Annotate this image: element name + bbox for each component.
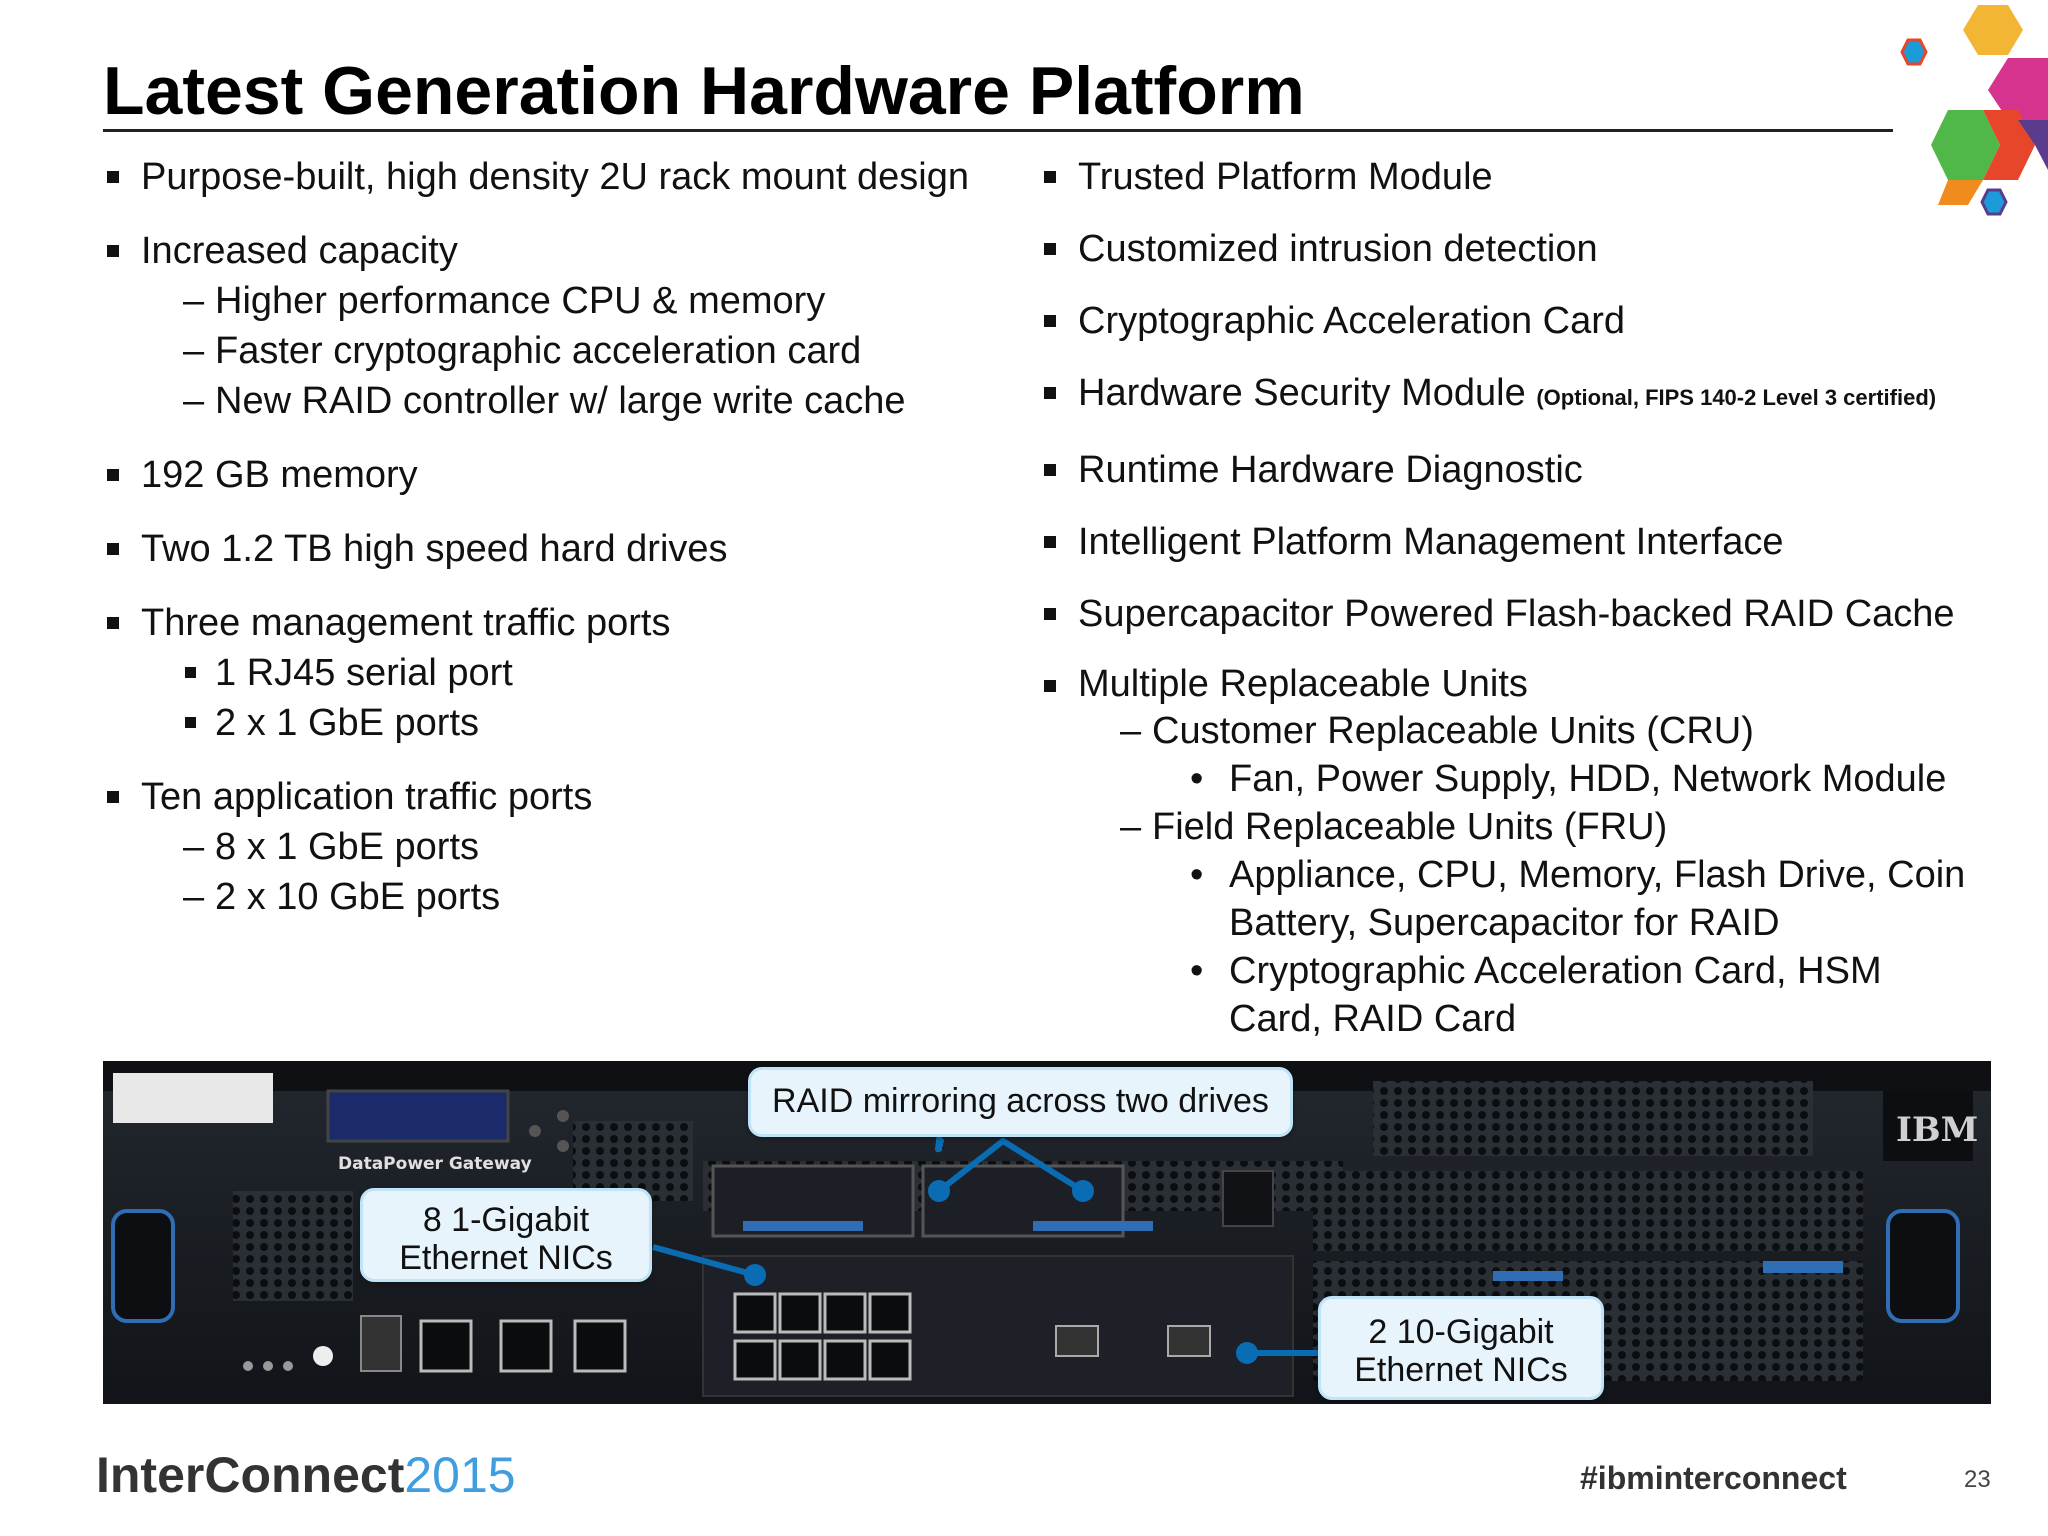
bullet-runtime-diagnostic: Runtime Hardware Diagnostic [1040,445,2030,495]
subitem-cru-parts: •Fan, Power Supply, HDD, Network Module [1190,758,1947,800]
callout-raid-mirroring: RAID mirroring across two drives [748,1067,1293,1137]
subitem-cru: –Customer Replaceable Units (CRU) [1120,710,1754,752]
subitem-cpu-memory: –Higher performance CPU & memory [183,280,826,322]
hexagon-gems-logo [1900,5,2048,216]
subitem-fru-parts-2-cont: Card, RAID Card [1229,998,1517,1040]
subitem-fru: –Field Replaceable Units (FRU) [1120,806,1668,848]
bullet-ipmi: Intelligent Platform Management Interfac… [1040,517,2030,567]
bullet-raid-cache: Supercapacitor Powered Flash-backed RAID… [1040,589,2030,639]
bullet-hsm: Hardware Security Module (Optional, FIPS… [1040,368,2030,423]
interconnect-logo: InterConnect2015 [96,1447,516,1503]
bullet-crypto-card: Cryptographic Acceleration Card [1040,296,2030,346]
callout-10gbe-nics: 2 10-Gigabit Ethernet NICs [1318,1296,1604,1400]
page-number: 23 [1964,1466,1991,1493]
bullet-application-ports: Ten application traffic ports [103,772,1033,822]
subitem-fru-parts-1: •Appliance, CPU, Memory, Flash Drive, Co… [1190,854,1966,896]
svg-text:IBM: IBM [1896,1110,1978,1150]
subitem-2x10gbe: –2 x 10 GbE ports [183,876,501,918]
left-bullet-column: Purpose-built, high density 2U rack moun… [103,152,1033,922]
bullet-memory: 192 GB memory [103,450,1033,500]
hashtag: #ibminterconnect [1580,1460,1847,1496]
subitem-raid-controller: –New RAID controller w/ large write cach… [183,380,906,422]
bullet-increased-capacity: Increased capacity [103,226,1033,276]
slide-title: Latest Generation Hardware Platform [103,53,1305,129]
leaders-final [652,1138,1323,1364]
subitem-serial-port: 1 RJ45 serial port [103,648,1033,698]
bullet-replaceable-units: Multiple Replaceable Units [1040,661,2030,707]
subitem-1gbe-mgmt: 2 x 1 GbE ports [103,698,1033,748]
callout-1gbe-nics: 8 1-Gigabit Ethernet NICs [360,1188,652,1282]
bullet-intrusion-detection: Customized intrusion detection [1040,224,2030,274]
title-underline [103,129,1893,132]
hsm-note: (Optional, FIPS 140-2 Level 3 certified) [1536,385,1937,410]
bullet-management-ports: Three management traffic ports [103,598,1033,648]
svg-text:DataPower Gateway: DataPower Gateway [338,1154,532,1174]
appliance-front-panel-photo: DataPower Gateway [103,1061,1991,1404]
subitem-fru-parts-2: •Cryptographic Acceleration Card, HSM [1190,950,1882,992]
bullet-tpm: Trusted Platform Module [1040,152,2030,202]
subitem-fru-parts-1-cont: Battery, Supercapacitor for RAID [1229,902,1780,944]
right-bullet-column: Trusted Platform Module Customized intru… [1040,152,2030,1043]
bullet-hard-drives: Two 1.2 TB high speed hard drives [103,524,1033,574]
subitem-crypto-card: –Faster cryptographic acceleration card [183,330,862,372]
bullet-rack-design: Purpose-built, high density 2U rack moun… [103,152,1033,202]
subitem-8x1gbe: –8 x 1 GbE ports [183,826,480,868]
